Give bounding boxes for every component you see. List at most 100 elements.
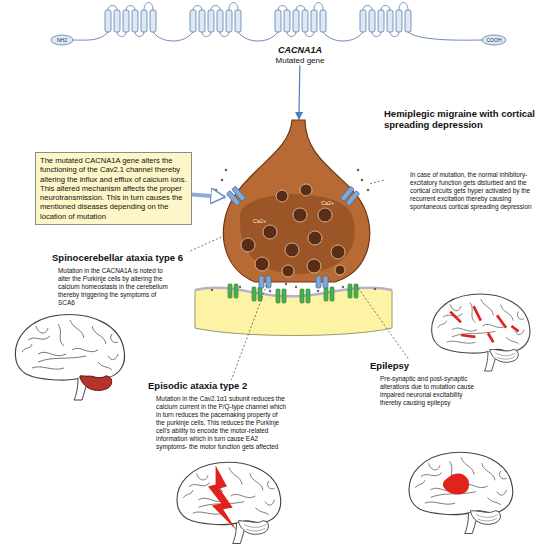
disease-heading: Epilepsy	[370, 360, 482, 371]
brain-illustration	[409, 452, 513, 533]
receptor	[300, 289, 304, 303]
disease-heading: Episodic ataxia type 2	[148, 380, 288, 391]
ion-label: Ca2+	[321, 200, 334, 207]
calcium-channel	[340, 186, 359, 206]
terminus-label: COOH	[487, 37, 502, 43]
postsynaptic-terminal	[195, 288, 392, 336]
disease-group: Spinocerebellar ataxia type 6Mutation in…	[52, 252, 202, 307]
synaptic-vesicle	[263, 225, 277, 239]
synapse: Ca2+Ca2+	[225, 120, 370, 285]
summary-box: The mutated CACNA1A gene alters the func…	[35, 152, 192, 225]
ion-dot	[225, 169, 228, 172]
dashed-connector	[356, 285, 409, 360]
synaptic-vesicle	[307, 259, 321, 273]
channel-protein	[105, 3, 156, 37]
disease-group: EpilepsyPre-synaptic and post-synaptic a…	[370, 360, 482, 407]
presynaptic-terminal	[223, 120, 369, 282]
calcium-channel	[226, 186, 245, 206]
ion-dot	[357, 169, 360, 172]
gene-name: CACNA1A	[250, 45, 350, 56]
ion-dot	[295, 286, 297, 288]
presynaptic-terminal	[223, 120, 369, 282]
gene-label: CACNA1AMutated gene	[250, 45, 350, 65]
dashed-connector	[370, 180, 384, 184]
ion-dot	[317, 290, 319, 292]
synaptic-vesicle	[300, 184, 312, 196]
receptor	[228, 284, 232, 298]
channel-protein	[51, 35, 73, 45]
receptor	[282, 289, 286, 303]
postsynaptic-terminal	[195, 288, 392, 336]
receptor	[306, 289, 310, 303]
receptor	[252, 287, 256, 301]
receptor	[330, 287, 334, 301]
summary-text: The mutated CACNA1A gene alters the func…	[40, 156, 187, 221]
receptor	[354, 284, 358, 298]
channel-protein	[190, 3, 241, 37]
synaptic-vesicle	[308, 231, 322, 245]
synaptic-vesicle	[255, 257, 269, 271]
receptor	[228, 284, 358, 303]
disease-heading: Hemiplegic migraine with cortical spread…	[384, 108, 544, 131]
calcium-channel	[323, 276, 328, 288]
disease-description: Mutation in the Cav2.1α1 subunit reduces…	[156, 395, 286, 451]
brain-illustration	[432, 294, 530, 371]
ion-dot	[342, 286, 344, 288]
calcium-channel	[316, 276, 321, 288]
disease-heading: Spinocerebellar ataxia type 6	[52, 252, 202, 263]
calcium-channel	[266, 276, 271, 288]
brain-illustration	[177, 462, 281, 543]
calcium-channel	[316, 276, 328, 288]
ion-dot	[221, 179, 224, 182]
channel-protein	[360, 3, 411, 37]
ion-dot	[374, 288, 376, 290]
calcium-channel	[346, 191, 360, 206]
ion-dot	[269, 290, 271, 292]
synaptic-vesicle	[285, 243, 299, 257]
ion-dot	[239, 286, 241, 288]
synaptic-vesicle	[241, 238, 255, 252]
ion-dot	[285, 283, 287, 285]
receptor	[234, 284, 238, 298]
synaptic-vesicle	[276, 190, 288, 202]
calcium-channel	[232, 186, 246, 201]
synaptic-vesicle	[293, 208, 307, 222]
ion-dot	[211, 289, 213, 291]
synaptic-vesicle	[318, 208, 332, 222]
channel-protein	[275, 3, 326, 37]
ion-dot	[215, 189, 218, 192]
ion-dot	[367, 189, 370, 192]
gene-caption: Mutated gene	[250, 56, 350, 66]
channel-protein	[482, 35, 506, 45]
receptor	[348, 284, 352, 298]
synaptic-vesicle	[241, 184, 345, 277]
synaptic-vesicle	[331, 245, 345, 259]
receptor	[324, 287, 328, 301]
dashed-connector	[231, 285, 266, 380]
channel-protein	[72, 32, 484, 41]
brain-illustration	[80, 376, 112, 390]
block-arrow	[192, 194, 225, 197]
terminus-label: NH2	[57, 37, 67, 43]
ion-dot	[211, 169, 376, 292]
brain-illustration	[409, 452, 513, 533]
brain-illustration	[443, 473, 469, 494]
postsynaptic-terminal	[195, 288, 392, 296]
disease-description: In case of mutation, the normal inhibito…	[410, 171, 534, 211]
brain-illustration	[15, 315, 124, 400]
brain-illustration	[177, 462, 281, 543]
synaptic-vesicle	[335, 265, 345, 275]
synaptic-vesicle	[282, 265, 294, 277]
gene-arrow	[298, 65, 300, 120]
ion-dot	[361, 179, 364, 182]
receptor	[258, 287, 262, 301]
presynaptic-terminal	[240, 194, 355, 274]
disease-group: Episodic ataxia type 2 Mutation in the Ca…	[148, 380, 288, 451]
brain-illustration	[450, 306, 518, 342]
brain-illustration	[15, 315, 124, 400]
dashed-connector	[188, 235, 225, 252]
calcium-channel	[226, 186, 359, 288]
